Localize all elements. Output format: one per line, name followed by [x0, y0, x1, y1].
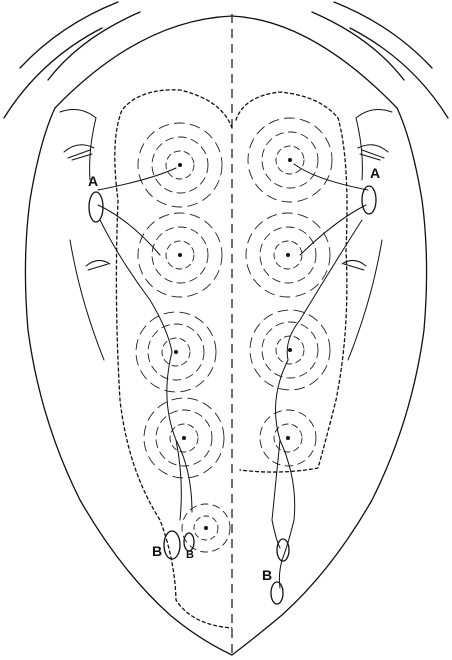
left-treatment-region — [115, 90, 232, 628]
body-outline — [25, 16, 426, 655]
label-node-a-left: A — [88, 173, 98, 189]
node-a-right — [362, 186, 376, 214]
node-b-right-lower — [271, 582, 283, 604]
node-b-left — [164, 531, 180, 559]
label-node-b-left: B — [152, 543, 162, 559]
right-whorls — [246, 118, 332, 466]
label-node-a-right: A — [370, 165, 380, 181]
lymph-vessels — [98, 164, 368, 588]
label-node-b-right: B — [262, 567, 272, 583]
node-a-left — [89, 192, 103, 222]
right-treatment-region — [236, 92, 347, 472]
left-whorls — [136, 123, 230, 552]
label-node-b-left-small: B — [186, 549, 194, 561]
neck-shoulder-lines — [4, 2, 448, 118]
